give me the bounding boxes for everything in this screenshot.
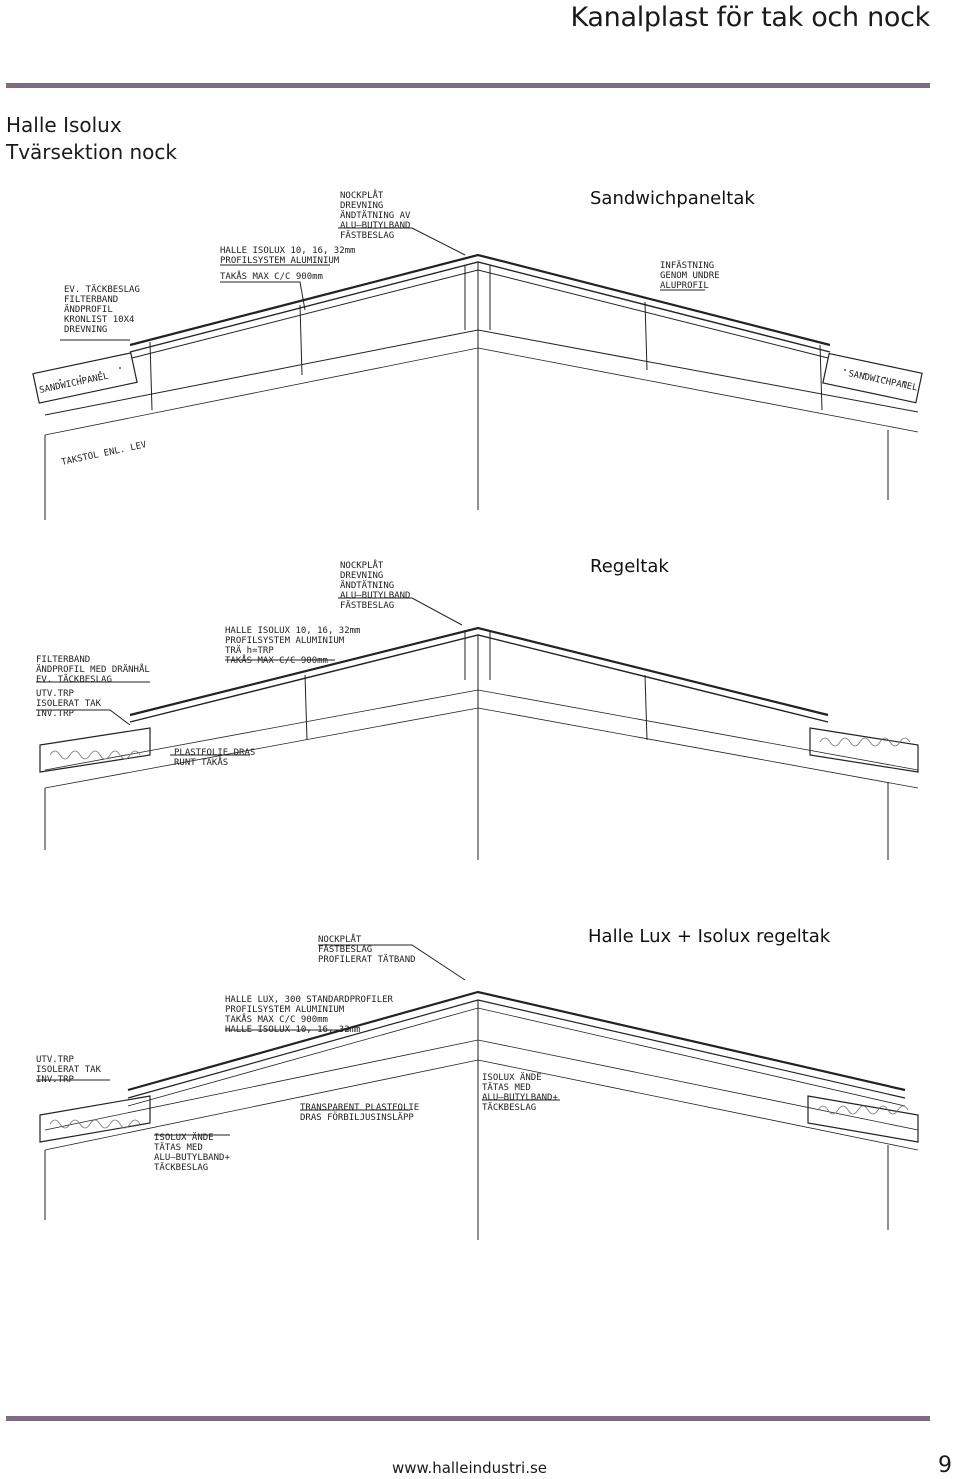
top-label: DREVNING [340,201,383,211]
right-label: INFÄSTNING [660,260,714,271]
profile-label: HALLE ISOLUX 10, 16, 32mm [225,1025,360,1035]
panel-label-left: SANDWICHPANEL [39,372,110,396]
end-label-left: ISOLUX ÄNDE [154,1132,214,1143]
end-label-right: ISOLUX ÄNDE [482,1072,542,1083]
top-label: ÄNDTÄTNING [340,580,394,591]
left-label: INV.TRP [36,709,75,719]
end-label-left: TÄTAS MED [154,1142,203,1153]
foil-label: RUNT TAKÅS [174,756,228,768]
footer-url: www.halleindustri.se [392,1459,548,1477]
footer-divider [6,1416,930,1421]
profile-label: PROFILSYSTEM ALUMINIUM [225,636,345,646]
profile-label: HALLE ISOLUX 10, 16, 32mm [220,246,355,256]
left-label: FILTERBAND [36,655,90,665]
left-label: EV. TÄCKBESLAG [64,284,140,295]
top-label: FÄSTBESLAG [340,230,394,241]
intro-line-2: Tvärsektion nock [6,140,177,164]
sandwich-roof-drawing: Sandwichpaneltak NOCKPLÅT DREVNING ÄNDTÄ… [32,188,923,520]
profile-label: TAKÅS MAX C/C 900mm [225,1013,328,1025]
top-label: FÄSTBESLAG [340,600,394,611]
profile-label: HALLE LUX, 300 STANDARDPROFILER [225,995,394,1005]
end-label-left: TÄCKBESLAG [154,1162,208,1173]
page-number: 9 [938,1453,952,1478]
left-label: INV.TRP [36,1075,75,1085]
end-label-right: ALU–BUTYLBAND+ [482,1093,558,1103]
profile-label: HALLE ISOLUX 10, 16, 32mm [225,626,360,636]
top-label: PROFILERAT TÄTBAND [318,954,416,965]
end-label-right: TÄTAS MED [482,1082,531,1093]
left-label: EV. TÄCKBESLAG [36,674,112,685]
intro-heading: Halle Isolux Tvärsektion nock [6,112,177,166]
left-label: UTV.TRP [36,689,75,699]
left-label: ISOLERAT TAK [36,1065,102,1075]
truss-label: TAKSTOL ENL. LEV [61,440,148,468]
top-label: NOCKPLÅT [318,933,362,945]
section-title: Regeltak [590,556,669,577]
top-label: ALU–BUTYLBAND [340,221,410,231]
top-label: NOCKPLÅT [340,189,384,201]
spacing-label: TAKÅS MAX C/C 900mm [220,270,323,282]
left-label: ÄNDPROFIL MED DRÄNHÅL [36,663,150,675]
left-label: UTV.TRP [36,1055,75,1065]
top-label: FÄSTBESLAG [318,944,372,955]
right-label: GENOM UNDRE [660,271,720,281]
foil-label: PLASTFOLIE DRAS [174,748,255,758]
top-label: NOCKPLÅT [340,559,384,571]
left-label: ÄNDPROFIL [64,304,113,315]
right-label: ALUPROFIL [660,281,709,291]
end-label-right: TÄCKBESLAG [482,1102,536,1113]
profile-label: PROFILSYSTEM ALUMINIUM [220,256,340,266]
profile-label: TAKÅS MAX C/C 900mm [225,654,328,666]
top-label: ÄNDTÄTNING AV [340,210,411,221]
section-title: Halle Lux + Isolux regeltak [588,926,831,947]
foil-label: DRAS FÖRBILJUSINSLÄPP [300,1112,414,1123]
profile-label: TRÄ h=TRP [225,645,274,656]
section-title: Sandwichpaneltak [590,188,755,209]
top-label: ALU–BUTYLBAND [340,591,410,601]
end-label-left: ALU–BUTYLBAND+ [154,1153,230,1163]
left-label: DREVNING [64,325,107,335]
header-divider [6,83,930,88]
left-label: ISOLERAT TAK [36,699,102,709]
batten-roof-drawing: Regeltak NOCKPLÅT DREVNING ÄNDTÄTNING AL… [36,556,919,860]
lux-isolux-roof-drawing: Halle Lux + Isolux regeltak NOCKPLÅT FÄS… [36,926,919,1240]
intro-line-1: Halle Isolux [6,113,122,137]
left-label: FILTERBAND [64,295,118,305]
top-label: DREVNING [340,571,383,581]
profile-label: PROFILSYSTEM ALUMINIUM [225,1005,345,1015]
foil-label: TRANSPARENT PLASTFOLIE [300,1103,419,1113]
left-label: KRONLIST 10X4 [64,315,134,325]
page-title: Kanalplast för tak och nock [570,2,931,33]
